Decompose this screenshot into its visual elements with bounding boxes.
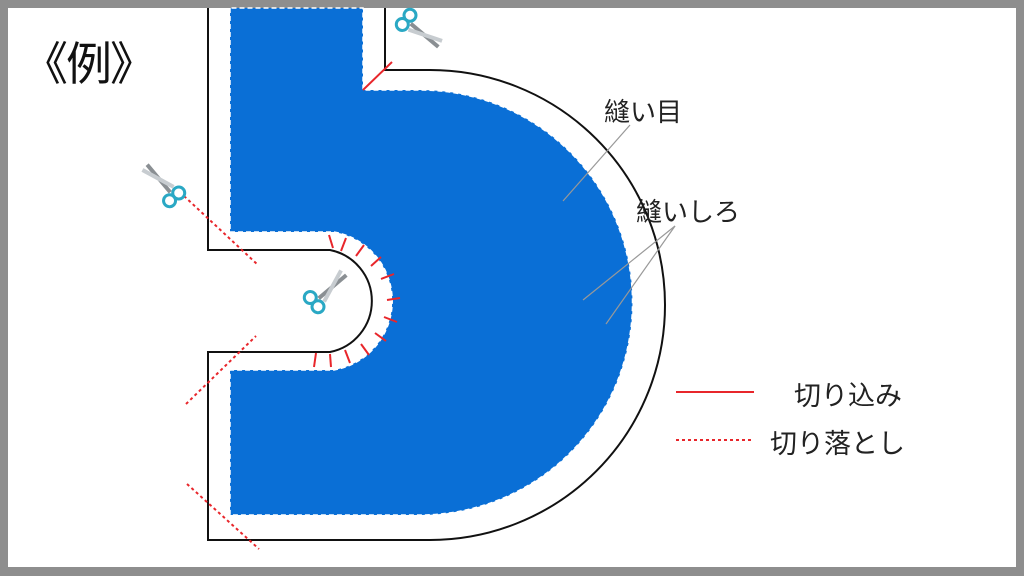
label-stitch-line: 縫い目 bbox=[604, 98, 683, 128]
trim-lines bbox=[183, 195, 260, 550]
notch-mark-corner bbox=[362, 61, 393, 91]
fabric-piece bbox=[229, 7, 634, 516]
scissors-icon bbox=[394, 7, 443, 49]
legend-label-notch: 切り込み bbox=[794, 381, 902, 412]
notch-marks bbox=[313, 234, 401, 368]
legend-item-trim: 切り落とし bbox=[770, 422, 905, 461]
scissors-icon bbox=[302, 269, 348, 315]
legend-label-trim: 切り落とし bbox=[770, 429, 905, 460]
leader-lines bbox=[562, 124, 676, 325]
legend-item-notch: 切り込み bbox=[794, 374, 902, 413]
page-title: 《例》 bbox=[22, 37, 156, 91]
label-seam-allowance: 縫いしろ bbox=[636, 198, 741, 228]
scissors-icon bbox=[141, 163, 187, 209]
